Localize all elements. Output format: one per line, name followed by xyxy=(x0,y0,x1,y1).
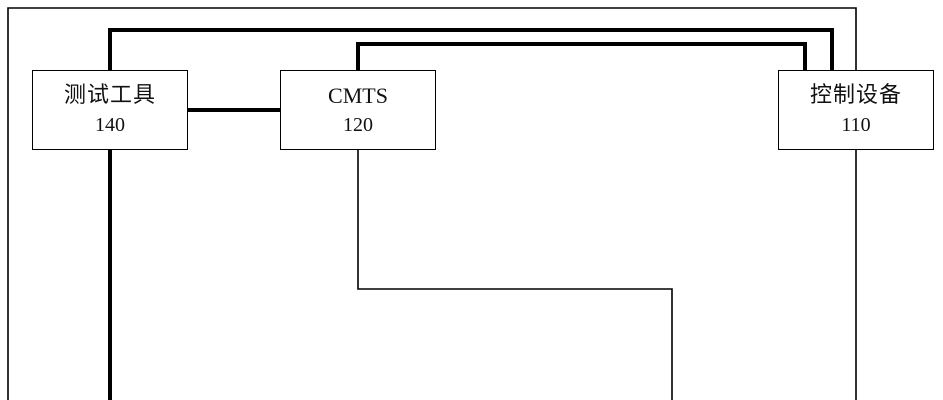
connector-120-down xyxy=(357,150,673,400)
node-test-tool: 测试工具 140 xyxy=(32,70,188,150)
node-cmts: CMTS 120 xyxy=(280,70,436,150)
node-test-tool-id: 140 xyxy=(95,114,125,136)
connector-140-to-110 xyxy=(108,28,834,70)
node-control-device-id: 110 xyxy=(841,114,871,136)
outer-frame xyxy=(7,7,857,400)
node-control-device: 控制设备 110 xyxy=(778,70,934,150)
node-cmts-label: CMTS xyxy=(328,83,388,108)
connector-120-to-110 xyxy=(356,42,807,70)
node-control-device-label: 控制设备 xyxy=(809,83,902,108)
node-cmts-id: 120 xyxy=(343,114,373,136)
node-test-tool-label: 测试工具 xyxy=(63,83,156,108)
